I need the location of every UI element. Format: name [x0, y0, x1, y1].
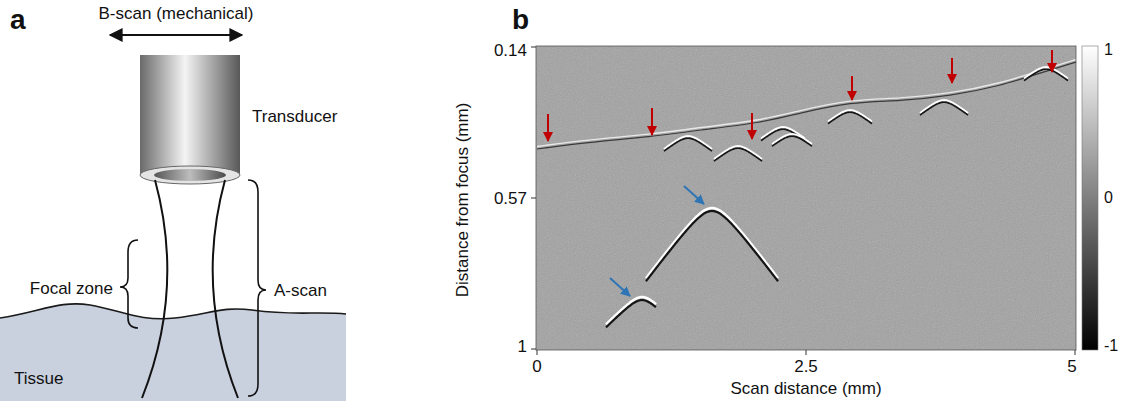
echo-hyperbola: [920, 102, 968, 115]
range-label: A-scan: [274, 282, 327, 299]
ascan-brace: [248, 180, 266, 396]
panel-letter: b: [512, 6, 529, 34]
echo-hyperbola: [646, 211, 778, 281]
axis-ticks: [531, 47, 1075, 355]
tissue-surface: [0, 304, 346, 319]
part-label: Transducer: [252, 108, 337, 125]
scan-label: B-scan (mechanical): [99, 5, 254, 22]
panel-a-illustration: [0, 35, 346, 401]
tick-label: 0.14: [494, 42, 527, 59]
tissue-label: Tissue: [14, 370, 63, 387]
surface-arrows: [548, 50, 1052, 141]
transducer-body: [140, 55, 240, 175]
image-frame: [536, 46, 1076, 350]
bscan-image: [531, 46, 1098, 355]
beam-edge: [213, 180, 238, 398]
echo-hyperbola: [1024, 69, 1068, 80]
surface-echo: [537, 62, 1076, 149]
echo-hyperbola: [646, 208, 778, 278]
echo-hyperbola: [828, 112, 872, 123]
tick-label: 2.5: [794, 358, 818, 375]
axis-title: Scan distance (mm): [730, 380, 881, 397]
colorbar-label: 0: [1104, 190, 1113, 206]
tick-label: 5: [1067, 358, 1076, 375]
panel-letter: a: [10, 6, 26, 34]
echo-hyperbola: [772, 136, 812, 146]
beam-edge: [142, 180, 167, 398]
scan-arrow: [110, 34, 242, 36]
image-ground: [536, 46, 1076, 350]
zone-label: Focal zone: [30, 280, 113, 297]
transducer-lens: [154, 169, 226, 181]
tissue-region: [0, 304, 346, 401]
surface-echo: [537, 60, 1076, 147]
image-speckle: [536, 46, 1076, 350]
colorbar: [1082, 46, 1098, 350]
tick-label: 0.57: [494, 190, 527, 207]
subsurface-arrows: [610, 186, 704, 296]
echo-hyperbola: [664, 138, 712, 151]
colorbar-label: -1: [1104, 338, 1118, 354]
echo-hyperbola: [606, 300, 656, 327]
echo-hyperbola: [714, 148, 762, 161]
tick-label: 1: [518, 338, 527, 355]
colorbar-label: 1: [1104, 42, 1113, 58]
tick-label: 0: [532, 358, 541, 375]
focal-brace: [120, 240, 138, 328]
echo-layer: [537, 60, 1076, 328]
axis-title: Distance from focus (mm): [454, 103, 471, 298]
